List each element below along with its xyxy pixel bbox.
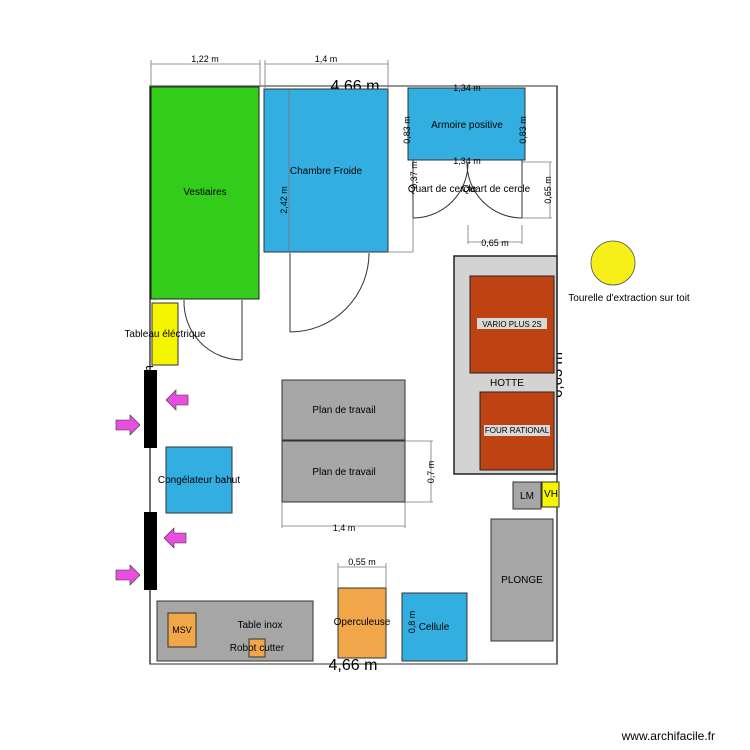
- robot-cutter-label: Robot cutter: [230, 643, 285, 654]
- plonge: [490, 518, 554, 642]
- chambre-froide: [263, 88, 389, 253]
- congelateur-label: Congélateur bahut: [158, 475, 241, 486]
- operculeuse: [337, 587, 387, 659]
- overall-width-bottom: 4,66 m: [329, 657, 378, 674]
- quart-cercle-1-swing: [412, 162, 469, 219]
- lm-label: LM: [520, 491, 534, 502]
- tourelle-extraction: [590, 240, 636, 286]
- table-inox-label: Table inox: [237, 620, 282, 631]
- tourelle-label: Tourelle d'extraction sur toit: [568, 293, 690, 304]
- door-chambre-swing: [289, 252, 370, 333]
- four-label: FOUR RATIONAL: [485, 426, 550, 435]
- left-wall-dim: 0,63 m: [141, 365, 156, 405]
- plan-travail-1: [281, 379, 406, 441]
- dim-chambre-height: 2,42 m: [279, 186, 289, 214]
- entrance-arrow-4: [115, 564, 141, 586]
- quart-cercle-2-label: Quart de cercle: [462, 184, 531, 195]
- watermark[interactable]: www.archifacile.fr: [621, 729, 715, 743]
- congelateur-bahut: [165, 446, 233, 514]
- vario-label: VARIO PLUS 2S: [482, 320, 541, 329]
- tableau-electrique: [151, 302, 179, 366]
- cellule: [401, 592, 468, 662]
- chambre-froide-label: Chambre Froide: [290, 166, 363, 177]
- dim-door-depth: 0,65 m: [543, 176, 553, 204]
- door-vestiaires-swing: [183, 299, 243, 361]
- vh-label: VH: [544, 489, 558, 500]
- entrance-arrow-3: [163, 527, 187, 549]
- operculeuse-label: Operculeuse: [334, 617, 391, 628]
- msv-label: MSV: [172, 625, 192, 635]
- vestiaires: [150, 86, 260, 300]
- lm: [512, 481, 542, 510]
- quart-cercle-1-label: Quart de cercle: [408, 184, 477, 195]
- entrance-arrow-1: [165, 389, 189, 411]
- vestiaires-label: Vestiaires: [183, 187, 226, 198]
- armoire-positive-label: Armoire positive: [431, 120, 503, 131]
- dim-chambre-width: 1,4 m: [315, 54, 338, 64]
- dim-armoire-height-right: 0,83 m: [518, 116, 528, 144]
- dim-plan-width: 1,4 m: [333, 523, 356, 533]
- dim-armoire-height-left: 0,83 m: [402, 116, 412, 144]
- hotte-label: HOTTE: [490, 378, 524, 389]
- robot-cutter: [248, 638, 266, 658]
- entrance-arrow-2: [115, 414, 141, 436]
- four-label-bg: [484, 425, 550, 436]
- dim-door-width: 1,34 m: [453, 156, 481, 166]
- dim-armoire-width: 1,34 m: [453, 83, 481, 93]
- wall-segment-upper: [144, 370, 157, 448]
- dim-vestiaires-width: 1,22 m: [191, 54, 219, 64]
- tableau-label: Tableau éléctrique: [124, 329, 206, 340]
- wall-segment-lower: [144, 512, 157, 590]
- vario-label-bg: [477, 318, 547, 329]
- plan-travail-2: [281, 440, 406, 503]
- vh: [541, 481, 560, 508]
- plan-travail-1-label: Plan de travail: [312, 405, 375, 416]
- cellule-label: Cellule: [419, 622, 450, 633]
- dim-door-height: 0,37 m: [409, 161, 419, 189]
- dim-door-bottom: 0,65 m: [481, 238, 509, 248]
- msv: [167, 612, 197, 648]
- armoire-positive: [407, 87, 526, 161]
- dim-operculeuse-width: 0,55 m: [348, 557, 376, 567]
- dim-plan-height: 0,7 m: [426, 461, 436, 484]
- dim-cellule-height: 0,8 m: [407, 611, 417, 634]
- plan-travail-2-label: Plan de travail: [312, 467, 375, 478]
- quart-cercle-2-swing: [466, 162, 523, 219]
- plonge-label: PLONGE: [501, 575, 543, 586]
